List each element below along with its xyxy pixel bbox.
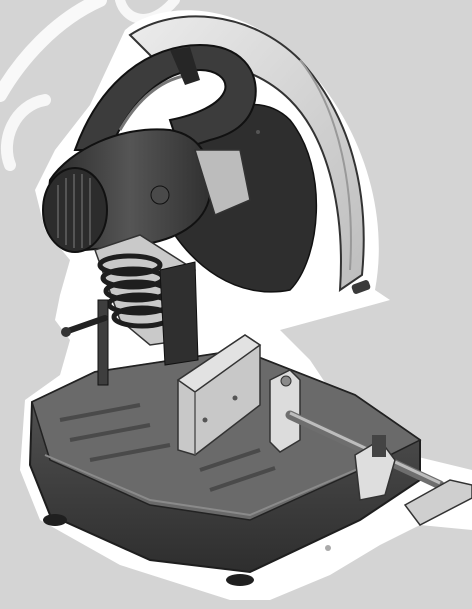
watermark: [0, 0, 180, 171]
handle: [73, 43, 257, 152]
motor-housing: [42, 128, 251, 253]
vise-screw: [269, 369, 472, 526]
vise-fence: [176, 334, 262, 456]
pivot-arm-spring: [61, 234, 199, 386]
blade-guard: [128, 15, 371, 294]
base: [28, 348, 422, 586]
